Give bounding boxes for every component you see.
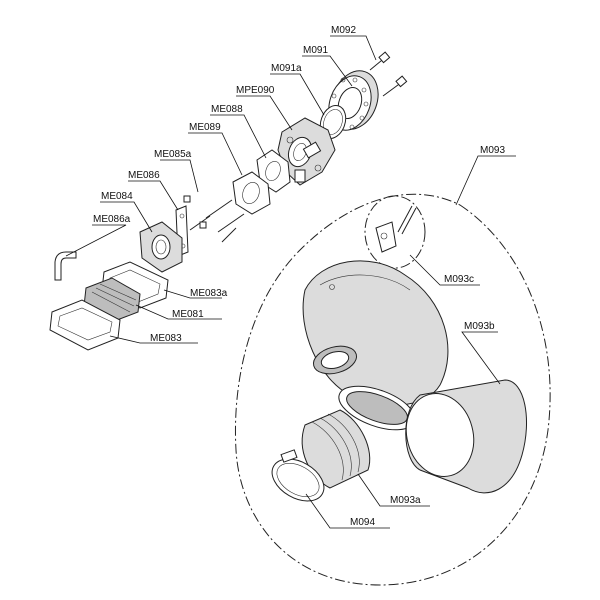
label-me083a: ME083a (190, 288, 228, 299)
label-m094: M094 (350, 517, 375, 528)
me089-gasket (232, 171, 271, 215)
me084-intake-manifold (139, 221, 183, 273)
leader-lines (65, 35, 516, 529)
label-me089: ME089 (189, 122, 221, 133)
label-me085a: ME085a (154, 149, 192, 160)
label-m093c: M093c (444, 274, 474, 285)
m093c-detail-circle (364, 195, 426, 269)
m093c-clamp (375, 205, 417, 253)
label-m091a: M091a (271, 63, 302, 74)
label-m093a: M093a (390, 495, 421, 506)
label-m093b: M093b (464, 321, 495, 332)
label-me086a: ME086a (93, 214, 131, 225)
label-me086: ME086 (128, 170, 160, 181)
me085a-studs (183, 195, 245, 243)
part-labels: M092 M091 M091a MPE090 ME088 ME089 ME085… (93, 25, 505, 528)
label-me083: ME083 (150, 333, 182, 344)
label-m091: M091 (303, 45, 328, 56)
label-me084: ME084 (101, 191, 133, 202)
m093-silencer-body (302, 260, 449, 406)
m093-assembly-boundary (234, 193, 551, 586)
label-m092: M092 (331, 25, 356, 36)
label-m093: M093 (480, 145, 505, 156)
m094-hose-clamp (271, 449, 325, 502)
m093b-end-cap (405, 379, 528, 494)
label-me088: ME088 (211, 104, 243, 115)
m092-bolts (369, 51, 408, 97)
label-mpe090: MPE090 (236, 85, 275, 96)
label-me081: ME081 (172, 309, 204, 320)
me086a-elbow-tube (54, 251, 77, 281)
m093a-coupler (301, 409, 371, 489)
m093-silencer-ring (338, 385, 416, 431)
mpe090-carburetor (277, 117, 336, 186)
